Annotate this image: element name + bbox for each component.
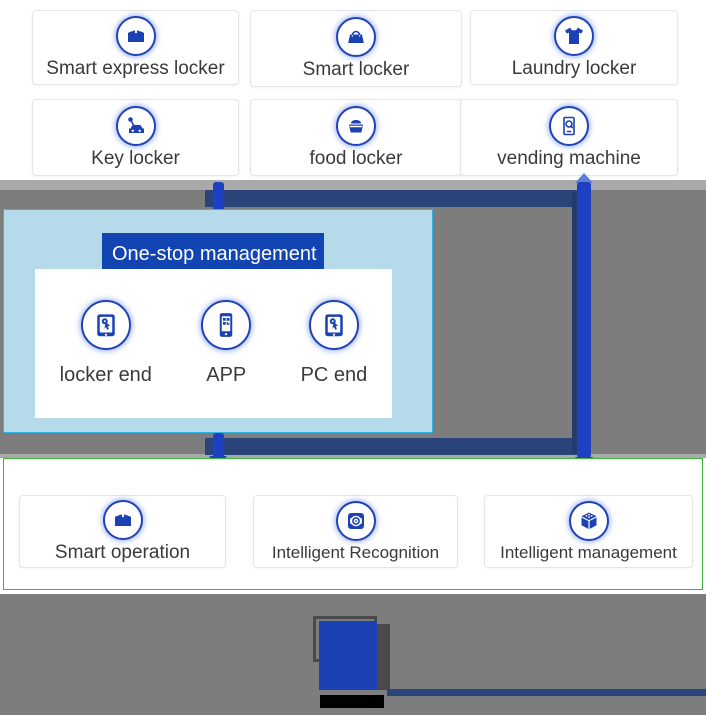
machine-side-shadow [377, 624, 390, 690]
card-key-locker: Key locker [32, 99, 239, 176]
connector-pipe-bottom [205, 438, 580, 455]
card-smart-locker: Smart locker [250, 10, 462, 87]
card-smart-operation: Smart operation [19, 495, 226, 568]
endpoint-pc-end: PC end [300, 300, 368, 387]
card-smart-express-locker: Smart express locker [32, 10, 239, 85]
card-label: Smart operation [54, 541, 191, 563]
laundry-locker-icon [554, 15, 594, 56]
connector-line-left-top [213, 182, 224, 213]
card-laundry-locker: Laundry locker [470, 10, 678, 85]
endpoint-label: PC end [300, 364, 368, 386]
food-locker-icon [336, 105, 376, 146]
machine-body [319, 621, 377, 690]
card-label: Laundry locker [511, 57, 637, 79]
locker-end-icon [80, 300, 131, 350]
management-endpoints: locker end APP PC end [35, 269, 392, 418]
card-label: food locker [309, 147, 403, 169]
endpoint-locker-end: locker end [60, 300, 152, 387]
card-intelligent-management: Intelligent management [484, 495, 693, 568]
card-label: Intelligent Recognition [271, 542, 440, 562]
card-label: Key locker [91, 147, 180, 169]
gray-strip-top [0, 180, 706, 190]
capabilities-section: Smart operation Intelligent Recognition … [3, 458, 703, 590]
smart-operation-icon [102, 499, 143, 540]
endpoint-label: APP [206, 364, 247, 386]
vending-machine-icon [549, 105, 589, 146]
intelligent-recognition-icon [335, 500, 376, 541]
pc-end-icon [308, 300, 359, 350]
smart-locker-icon [336, 16, 376, 57]
card-label: vending machine [497, 147, 641, 169]
connector-line-right [577, 182, 591, 458]
connector-line-left-bottom [213, 433, 224, 458]
card-food-locker: food locker [250, 99, 462, 176]
connector-shadow [572, 192, 577, 453]
arrow-up-icon [575, 173, 593, 183]
intelligent-management-icon [568, 500, 609, 541]
one-stop-management-panel: One-stop management locker end APP PC en… [3, 209, 433, 433]
card-label: Intelligent management [500, 542, 677, 562]
connector-pipe-top [205, 190, 580, 207]
card-vending-machine: vending machine [460, 99, 678, 176]
bottom-connector-bar [387, 689, 706, 696]
endpoint-app: APP [201, 300, 252, 387]
card-label: Smart express locker [46, 57, 225, 79]
machine-base [320, 695, 384, 708]
panel-title: One-stop management [102, 233, 324, 276]
app-icon [201, 300, 252, 350]
express-locker-icon [115, 15, 156, 56]
gray-strip-bottom [0, 454, 706, 458]
key-locker-icon [115, 105, 156, 146]
card-label: Smart locker [302, 58, 410, 80]
endpoint-label: locker end [59, 364, 152, 386]
card-intelligent-recognition: Intelligent Recognition [253, 495, 458, 568]
